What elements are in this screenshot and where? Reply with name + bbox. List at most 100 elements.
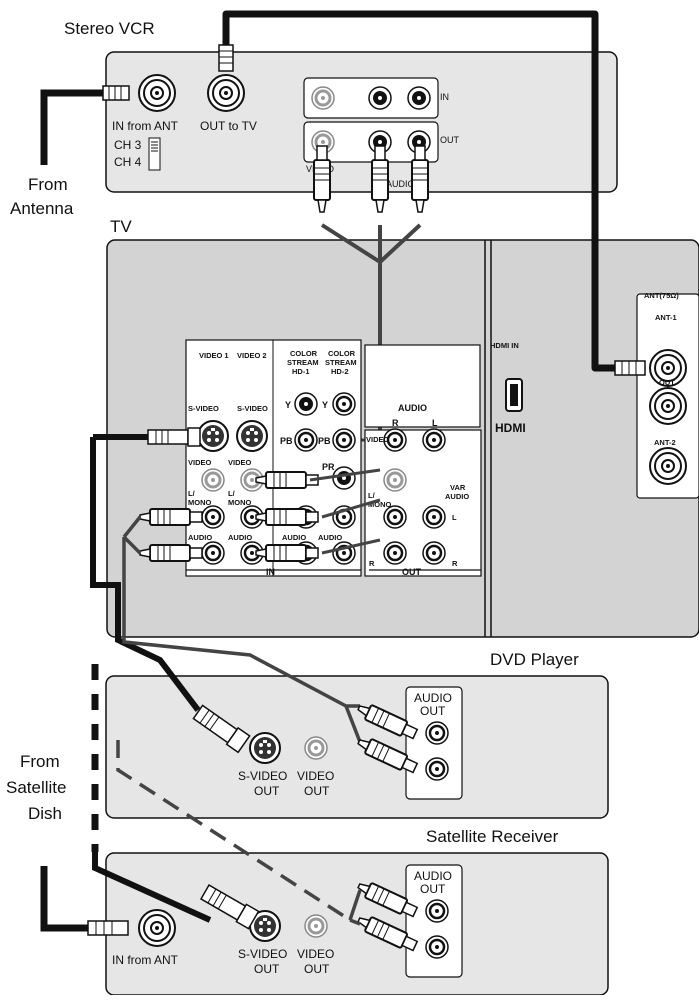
sat-audio-l-jack[interactable]: [424, 898, 450, 924]
vcr-in-label: IN: [440, 92, 449, 102]
tv-svideo-plug: [147, 427, 201, 447]
tv-ant-out-jack[interactable]: [649, 387, 687, 425]
tv-ant2-label: ANT-2: [654, 438, 676, 447]
tv-hdmi-panel: [364, 344, 481, 428]
dvd-audio-r-jack[interactable]: [424, 756, 450, 782]
dvd-box: [105, 675, 609, 819]
tv-hd1-pb-jack[interactable]: [293, 427, 319, 453]
stereo-vcr-label: Stereo VCR: [64, 19, 155, 38]
tv-pr-label: PR: [322, 462, 335, 472]
tv-out-audio-l-jack[interactable]: [382, 504, 408, 530]
satellite-antenna-cable: [40, 866, 88, 932]
tv-vcr-video-plug: [255, 471, 319, 489]
tv-video2-label: VIDEO 2: [237, 351, 267, 360]
from-antenna-label-2: Antenna: [10, 199, 74, 218]
tv-out-label: OUT: [402, 567, 422, 577]
dvd-svideo-jack[interactable]: [249, 732, 281, 764]
vcr-out-label: OUT: [440, 135, 460, 145]
tv-dvd-audio-l-plug: [139, 508, 203, 526]
sat-ant-plug: [87, 920, 129, 936]
tv-video2-svideo-jack[interactable]: [236, 420, 268, 452]
tv-hd1-label: HD-1: [292, 367, 310, 376]
tv-hd2-y-jack[interactable]: [331, 391, 357, 417]
satellite-receiver-label: Satellite Receiver: [426, 827, 559, 846]
sat-in-from-ant-jack[interactable]: [138, 909, 176, 947]
tv-hd1-y-jack[interactable]: [294, 392, 318, 416]
tv-ant1-label: ANT-1: [655, 313, 677, 322]
vcr-channel-switch[interactable]: [148, 137, 161, 171]
tv-var-audio-label-1: VAR: [450, 483, 466, 492]
tv-video1-svideo-jack[interactable]: [197, 420, 229, 452]
dvd-audio-l-jack[interactable]: [424, 720, 450, 746]
tv-y-label-2: Y: [322, 400, 328, 410]
antenna-cable: [40, 89, 103, 165]
tv-var-l-label: L: [452, 513, 457, 522]
tv-out-audio-r-jack[interactable]: [382, 540, 408, 566]
tv-hdmi-audio-l-jack[interactable]: [421, 427, 447, 453]
tv-var-audio-l-jack[interactable]: [421, 504, 447, 530]
tv-video1-audio-l-jack[interactable]: [200, 504, 226, 530]
tv-hdmi-l-label: L: [432, 418, 438, 428]
tv-hdmi-port[interactable]: [505, 378, 523, 412]
from-antenna-label-1: From: [28, 175, 68, 194]
tv-hd2-pb-jack[interactable]: [331, 427, 357, 453]
vcr-audio-label: AUDIO: [386, 179, 415, 189]
vcr-in-audio-l-jack[interactable]: [368, 86, 392, 110]
tv-hdmi-logo: HDMI: [495, 421, 526, 435]
tv-audio-label-1: AUDIO: [188, 533, 212, 542]
sat-in-from-ant-label: IN from ANT: [112, 953, 179, 967]
vcr-out-plug: [218, 44, 234, 72]
vcr-out-to-tv-label: OUT to TV: [200, 119, 257, 133]
tv-pb-label: PB: [280, 436, 293, 446]
tv-out-lmono-label-b: MONO: [368, 500, 391, 509]
tv-hd2-label: HD-2: [331, 367, 349, 376]
sat-svideo-plug: [199, 884, 260, 930]
sat-video-jack[interactable]: [303, 913, 329, 939]
vcr-in-from-ant-label: IN from ANT: [112, 119, 179, 133]
vcr-in-audio-r-jack[interactable]: [407, 86, 431, 110]
vcr-in-from-ant-jack[interactable]: [138, 74, 176, 112]
tv-hd2-pr-jack[interactable]: [332, 466, 356, 490]
tv-lmono-label-1b: MONO: [188, 498, 211, 507]
vcr-out-to-tv-jack[interactable]: [207, 74, 245, 112]
tv-video-label-1: VIDEO: [188, 458, 212, 467]
tv-y-label: Y: [285, 400, 291, 410]
dvd-svideo-cable: [90, 437, 201, 712]
dvd-player-label: DVD Player: [490, 650, 579, 669]
dvd-audio-cable: [122, 537, 362, 743]
dvd-svideo-out-label-2: OUT: [254, 784, 280, 798]
vcr-av-cable: [320, 223, 422, 560]
sat-svideo-out-label-2: OUT: [254, 962, 280, 976]
tv-audio-label-4: AUDIO: [318, 533, 342, 542]
tv-ant2-jack[interactable]: [649, 447, 687, 485]
vcr-audio-r-plug: [411, 145, 429, 213]
tv-label: TV: [110, 217, 132, 236]
vcr-video-plug: [313, 145, 331, 213]
tv-hdmi-audio-label: AUDIO: [398, 403, 427, 413]
tv-in-label: IN: [266, 567, 275, 577]
dvd-audio-out-label-2: OUT: [420, 704, 446, 718]
tv-lmono-label-1a: L/: [188, 489, 196, 498]
tv-video1-video-jack[interactable]: [200, 467, 226, 493]
tv-var-r-label: R: [452, 559, 458, 568]
tv-out-video-jack[interactable]: [382, 467, 408, 493]
from-satellite-label-3: Dish: [28, 804, 62, 823]
tv-var-audio-r-jack[interactable]: [421, 540, 447, 566]
vcr-in-video-jack[interactable]: [310, 85, 336, 111]
tv-audio-label-2: AUDIO: [228, 533, 252, 542]
sat-svideo-out-label-1: S-VIDEO: [238, 947, 287, 961]
tv-video1-audio-r-jack[interactable]: [200, 540, 226, 566]
tv-ant-out-label: OUT: [659, 378, 675, 387]
dvd-video-out-label-2: OUT: [304, 784, 330, 798]
sat-audio-r-jack[interactable]: [424, 934, 450, 960]
tv-stream-label-b: STREAM: [325, 358, 357, 367]
tv-video1-label: VIDEO 1: [199, 351, 229, 360]
tv-vcr-audio-l-plug: [255, 508, 319, 526]
tv-svideo-label-2: S-VIDEO: [237, 404, 268, 413]
tv-colorstream-label-a: COLOR: [290, 349, 318, 358]
tv-audio-label-3: AUDIO: [282, 533, 306, 542]
dvd-video-jack[interactable]: [303, 735, 329, 761]
tv-hdmi-in-label: HDMI IN: [490, 341, 519, 350]
